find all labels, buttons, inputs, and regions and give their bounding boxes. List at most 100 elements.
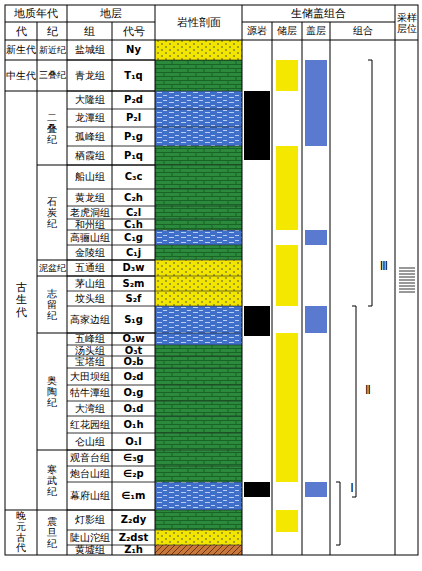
formation-code: O₁l bbox=[125, 437, 141, 447]
layer-boundary bbox=[155, 127, 242, 128]
table-cell: 中生代 bbox=[6, 71, 36, 81]
layer-boundary bbox=[155, 433, 242, 434]
cell: 青龙组 bbox=[67, 60, 112, 91]
formation-code: C₁j bbox=[126, 248, 141, 258]
cell: 炮台山组 bbox=[67, 466, 112, 482]
table-cell: 采样层位 bbox=[397, 12, 417, 34]
formation-code: O₂b bbox=[123, 357, 143, 367]
formation-code: ∈₃g bbox=[123, 453, 144, 463]
cell: S₂m bbox=[112, 276, 155, 291]
cell: 储层 bbox=[272, 22, 302, 40]
lithology-layer bbox=[155, 530, 242, 545]
formation-name: 盐城组 bbox=[75, 45, 105, 55]
cell: 新生代 bbox=[5, 40, 37, 60]
table-cell: 奥陶纪 bbox=[47, 375, 57, 408]
formation-name: 高家边组 bbox=[70, 315, 110, 325]
cell: 龙潭组 bbox=[67, 109, 112, 127]
row-line bbox=[67, 189, 155, 190]
table-cell: 储层 bbox=[277, 26, 297, 36]
sample-mark bbox=[399, 286, 415, 287]
cell: C₃c bbox=[112, 165, 155, 189]
layer-boundary bbox=[155, 333, 242, 334]
layer-boundary bbox=[155, 510, 242, 511]
table-cell: 寒武纪 bbox=[47, 464, 57, 497]
layer-boundary bbox=[155, 306, 242, 307]
layer-boundary bbox=[155, 545, 242, 546]
table-cell: 泥盆纪 bbox=[39, 264, 66, 273]
layer-boundary bbox=[155, 219, 242, 220]
layer-boundary bbox=[155, 530, 242, 531]
layer-boundary bbox=[155, 385, 242, 386]
formation-name: 宝塔组 bbox=[75, 357, 105, 367]
lithology-layer bbox=[155, 219, 242, 230]
cell: 宝塔组 bbox=[67, 356, 112, 368]
sample-mark bbox=[399, 271, 415, 272]
lithology-layer bbox=[155, 545, 242, 555]
row-line bbox=[67, 416, 155, 417]
formation-name: 五峰组 bbox=[75, 334, 105, 344]
cell: 组合 bbox=[330, 22, 395, 40]
table-cell: 岩性剖面 bbox=[177, 17, 221, 28]
formation-name: 大田坝组 bbox=[70, 372, 110, 382]
formation-name: 和州组 bbox=[75, 220, 105, 230]
lithology-layer bbox=[155, 333, 242, 345]
layer-boundary bbox=[155, 60, 242, 61]
row-line bbox=[67, 510, 155, 511]
combination-number: Ⅰ bbox=[350, 482, 354, 494]
table-cell: 三叠纪 bbox=[39, 71, 66, 80]
table-cell: 新生代 bbox=[6, 45, 36, 55]
lithology-layer bbox=[155, 40, 242, 60]
lithology-layer bbox=[155, 276, 242, 291]
lithology-layer bbox=[155, 356, 242, 368]
row-line bbox=[67, 165, 155, 166]
cell: O₃t bbox=[112, 345, 155, 356]
cell: 五峰组 bbox=[67, 333, 112, 345]
cell: O₁g bbox=[112, 385, 155, 401]
cell: 组 bbox=[67, 22, 112, 40]
cell: O₁h bbox=[112, 416, 155, 433]
table-cell: 地层 bbox=[100, 8, 122, 19]
lithology-layer bbox=[155, 433, 242, 450]
cell: 二叠纪 bbox=[37, 91, 67, 165]
cell: 黄墟组 bbox=[67, 545, 112, 555]
formation-name: 金陵组 bbox=[75, 248, 105, 258]
row-line bbox=[67, 368, 155, 369]
lithology-layer bbox=[155, 260, 242, 276]
layer-boundary bbox=[155, 189, 242, 190]
cell: O₂d bbox=[112, 368, 155, 385]
formation-name: 灯影组 bbox=[75, 515, 105, 525]
row-line bbox=[67, 146, 155, 147]
lithology-layer bbox=[155, 146, 242, 165]
cell: ∈₁m bbox=[112, 482, 155, 510]
layer-boundary bbox=[155, 109, 242, 110]
lithology-layer bbox=[155, 345, 242, 356]
formation-name: 龙潭组 bbox=[75, 113, 105, 123]
cell: S₂f bbox=[112, 291, 155, 306]
lithology-layer bbox=[155, 245, 242, 260]
lithology-layer bbox=[155, 450, 242, 466]
formation-code: O₂d bbox=[123, 372, 143, 382]
formation-name: 青龙组 bbox=[75, 71, 105, 81]
lithology-layer bbox=[155, 109, 242, 127]
table-cell: 新近纪 bbox=[39, 46, 66, 55]
formation-code: T₁q bbox=[124, 71, 142, 81]
formation-code: C₁g bbox=[124, 233, 143, 243]
cell: Ⅱ bbox=[358, 380, 378, 400]
layer-boundary bbox=[155, 416, 242, 417]
layer-boundary bbox=[155, 368, 242, 369]
formation-name: 仑山组 bbox=[75, 437, 105, 447]
row-line bbox=[67, 206, 155, 207]
cell: 高家边组 bbox=[67, 306, 112, 333]
formation-code: P₁g bbox=[124, 132, 143, 142]
sample-mark bbox=[399, 283, 415, 284]
cell: D₃w bbox=[112, 260, 155, 276]
cell: 奥陶纪 bbox=[37, 333, 67, 450]
cell: Ny bbox=[112, 40, 155, 60]
lithology-profile bbox=[155, 40, 242, 555]
cell: 震旦纪 bbox=[37, 510, 67, 555]
cell: 盐城组 bbox=[67, 40, 112, 60]
combination-number: Ⅲ bbox=[380, 260, 388, 272]
cell: 幕府山组 bbox=[67, 482, 112, 510]
sample-mark bbox=[399, 277, 415, 278]
